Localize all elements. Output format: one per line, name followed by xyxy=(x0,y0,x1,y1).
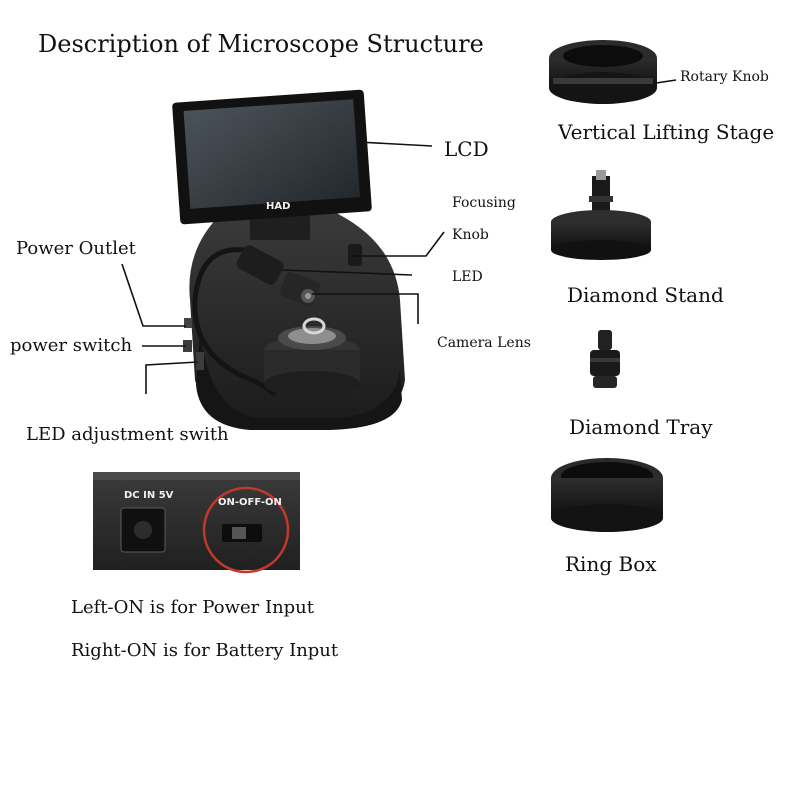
diamond-stand-image xyxy=(551,170,651,260)
led-cable xyxy=(192,247,277,397)
note-right-on: Right-ON is for Battery Input xyxy=(71,640,339,661)
dc-in-label: DC IN 5V xyxy=(124,490,174,501)
label-vertical-lifting-stage: Vertical Lifting Stage xyxy=(558,120,775,144)
callout-power-outlet: Power Outlet xyxy=(16,238,136,259)
label-diamond-tray: Diamond Tray xyxy=(569,415,713,439)
led-leader xyxy=(281,269,413,276)
note-left-on: Left-ON is for Power Input xyxy=(71,597,315,618)
power-outlet-port xyxy=(184,318,192,328)
label-ring-box: Ring Box xyxy=(565,552,657,576)
power-switch-control xyxy=(183,340,192,352)
power-outlet-leader xyxy=(121,263,186,327)
ring-on-stage xyxy=(302,317,326,335)
rear-panel-photo xyxy=(93,472,300,574)
page-title: Description of Microscope Structure xyxy=(38,30,484,58)
switch-highlight-ring xyxy=(202,486,290,574)
lcd-screen xyxy=(183,99,361,209)
diamond-tray-image xyxy=(590,330,620,388)
ring-box-image xyxy=(551,458,663,532)
vertical-lifting-stage-image xyxy=(549,40,657,104)
lcd-brand-label: HAD xyxy=(266,201,291,212)
callout-camera-lens: Camera Lens xyxy=(437,335,531,351)
callout-rotary-knob: Rotary Knob xyxy=(680,69,769,85)
callout-led-adjustment: LED adjustment swith xyxy=(26,424,229,445)
callout-lcd: LCD xyxy=(444,137,489,161)
callout-power-switch: power switch xyxy=(10,335,133,356)
on-off-on-label: ON-OFF-ON xyxy=(218,497,282,508)
callout-focusing-knob-line1: Focusing xyxy=(452,195,516,211)
device-base-shadow xyxy=(196,330,402,430)
callout-focusing-knob-line2: Knob xyxy=(452,227,489,243)
led-adjustment-control xyxy=(196,352,204,370)
microscope-device xyxy=(172,89,405,430)
led-housing xyxy=(236,245,284,285)
label-diamond-stand: Diamond Stand xyxy=(567,283,724,307)
camera-lens-leader xyxy=(312,293,419,324)
led-adjustment-leader xyxy=(145,361,199,394)
callout-led: LED xyxy=(452,269,483,285)
focusing-knob-leader xyxy=(352,231,445,257)
focusing-knob xyxy=(348,244,362,266)
lcd-leader xyxy=(357,141,433,147)
